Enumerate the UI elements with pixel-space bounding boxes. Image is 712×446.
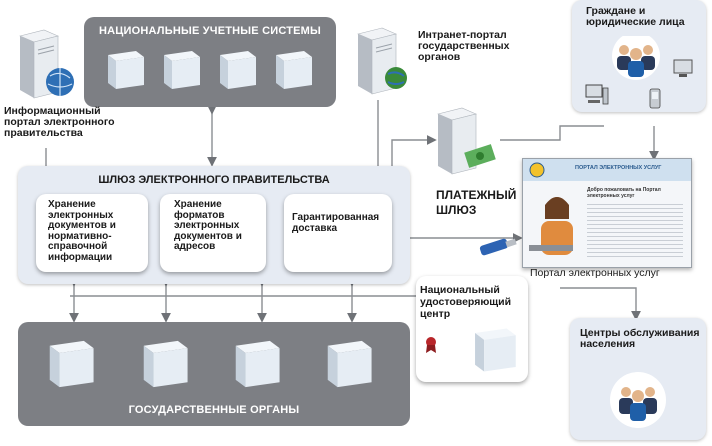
- national-systems-panel: НАЦИОНАЛЬНЫЕ УЧЕТНЫЕ СИСТЕМЫ: [84, 17, 336, 107]
- woman-at-laptop-image: [529, 197, 573, 255]
- database-cube-icon: [164, 51, 200, 89]
- payment-server-icon: [437, 107, 496, 175]
- egov-gateway-panel: ШЛЮЗ ЭЛЕКТРОННОГО ПРАВИТЕЛЬСТВА Хранение…: [18, 166, 410, 284]
- certification-center-panel: Национальный удостоверяющий центр: [416, 276, 528, 382]
- government-bodies-title: ГОСУДАРСТВЕННЫЕ ОРГАНЫ: [128, 404, 300, 416]
- gateway-card: Хранение форматов электронных документов…: [160, 194, 266, 272]
- service-centers-panel: Центры обслуживания населения: [570, 318, 706, 440]
- monitor-icon: [673, 59, 693, 77]
- national-systems-title: НАЦИОНАЛЬНЫЕ УЧЕТНЫЕ СИСТЕМЫ: [99, 25, 321, 37]
- portal-screen-header: [523, 159, 691, 181]
- seal-icon: [426, 337, 436, 353]
- users-group-icon: [612, 36, 660, 80]
- citizens-panel: Граждане и юридические лица: [572, 0, 706, 112]
- desktop-computer-icon: [585, 84, 609, 105]
- service-centers-label: Центры обслуживания населения: [580, 327, 700, 350]
- portal-logo-icon: [529, 162, 545, 178]
- government-bodies-panel: ГОСУДАРСТВЕННЫЕ ОРГАНЫ: [18, 322, 410, 426]
- portal-screen-welcome: Добро пожаловать на Портал электронных у…: [587, 187, 661, 199]
- gateway-card-label: Хранение электронных документов и нормат…: [48, 199, 116, 263]
- gateway-card-label: Гарантированная доставка: [292, 212, 380, 234]
- database-cube-icon: [143, 340, 188, 388]
- info-portal-label: Информационный портал электронного прави…: [4, 105, 115, 139]
- mobile-phone-icon: [649, 88, 661, 109]
- database-cube-icon: [276, 51, 312, 89]
- server-globe-icon: [19, 29, 74, 99]
- citizens-label: Граждане и юридические лица: [586, 5, 685, 28]
- portal-screen-text-lines: [587, 201, 683, 257]
- egov-gateway-title: ШЛЮЗ ЭЛЕКТРОННОГО ПРАВИТЕЛЬСТВА: [98, 174, 330, 186]
- intranet-portal-label: Интранет-портал государственных органов: [418, 29, 510, 63]
- certification-center-label: Национальный удостоверяющий центр: [420, 284, 512, 320]
- database-cube-icon: [220, 51, 256, 89]
- users-group-icon: [610, 372, 666, 428]
- services-portal-screenshot: ПОРТАЛ ЭЛЕКТРОННЫХ УСЛУГ Добро пожаловат…: [522, 158, 692, 268]
- payment-gateway-label: ПЛАТЕЖНЫЙ ШЛЮЗ: [436, 188, 517, 217]
- database-cube-icon: [235, 340, 280, 388]
- database-cube-icon: [108, 51, 144, 89]
- portal-screen-header-text: ПОРТАЛ ЭЛЕКТРОННЫХ УСЛУГ: [575, 165, 662, 171]
- server-globe-icon: [357, 27, 407, 95]
- usb-token-icon: [479, 238, 517, 256]
- gateway-card: Хранение электронных документов и нормат…: [36, 194, 148, 272]
- services-portal-label: Портал электронных услуг: [530, 267, 660, 279]
- database-cube-icon: [475, 328, 516, 372]
- database-cube-icon: [49, 340, 94, 388]
- gateway-card-label: Хранение форматов электронных документов…: [174, 199, 242, 252]
- database-cube-icon: [327, 340, 372, 388]
- gateway-card: Гарантированная доставка: [284, 194, 392, 272]
